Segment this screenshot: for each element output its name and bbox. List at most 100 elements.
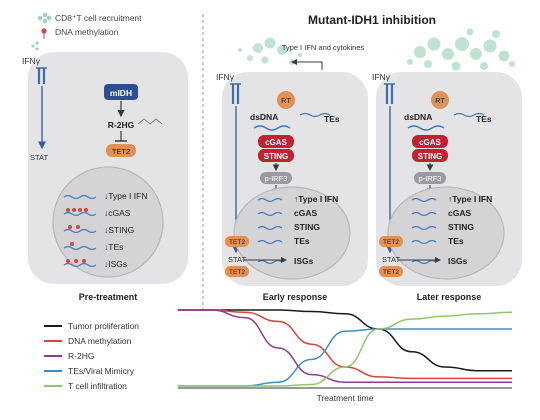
tet2-label: TET2 [229,269,245,276]
tet2-box [225,266,249,277]
stat-label: STAT [228,255,246,264]
legend-item: TEs/Viral Mimicry [44,363,179,378]
dsdna-label: dsDNA [404,112,432,122]
header-title: Mutant-IDH1 inhibition [308,13,436,27]
tet2-label: TET2 [383,239,399,246]
legend-swatch [44,369,62,372]
tet2-box [106,144,136,157]
stat-label: STAT [382,255,400,264]
nucleus [233,186,351,280]
secretion-label: Type I IFN and cytokines [282,43,365,52]
gene-label: STING [448,222,474,232]
pirf3-box [414,172,446,184]
top-legend: CD8⁺T cell recruitment DNA methylation [37,12,142,39]
pirf3-label: p-IRF3 [265,174,288,183]
legend-label: TEs/Viral Mimicry [68,365,134,376]
series-line-tes-viral-mimicry [178,328,512,387]
x-axis-label: Treatment time [317,393,374,403]
panel-pre-treatment: IFNγ STAT mIDH R-2HG TET2 [22,41,188,302]
tes-label: TEs [324,114,340,124]
dsdna-helix-icon [407,125,445,131]
tet2-box [379,236,403,247]
panel-early-response: IFNγ Type I IFN and cytokines RT dsDNA T… [216,37,368,302]
panel-caption: Early response [263,292,328,302]
tcell-cluster-icon [407,28,515,71]
gene-label: ↓ISGs [104,259,127,269]
receptor-icon [36,67,47,84]
ifn-label: IFNγ [216,72,235,82]
cgas-label: cGAS [265,138,287,147]
timeline-chart: Treatment time [178,309,513,403]
pirf3-box [260,172,292,184]
nucleus [387,186,505,280]
legend-label: Tumor proliferation [68,320,140,331]
rt-label: RT [281,96,291,105]
gene-label: ↓Type I IFN [104,191,147,201]
ifn-label: IFNγ [372,72,391,82]
gene-label: cGAS [448,208,471,218]
stat-label: STAT [30,153,48,162]
panel-caption: Later response [417,292,482,302]
legend-label: T cell infiltration [68,380,127,391]
tet2-box [225,236,249,247]
rt-label: RT [435,96,445,105]
gene-label: ISGs [294,256,314,266]
receptor-icon [384,83,395,104]
methylation-pin-icon [41,28,47,39]
sting-box [258,149,294,162]
gene-label: TEs [448,236,464,246]
gene-label: ↓cGAS [104,208,131,218]
secretion-arrow [291,59,323,70]
gene-label: cGAS [294,208,317,218]
legend-item: T cell infiltration [44,378,179,393]
panel-caption: Pre-treatment [79,292,138,302]
legend-label: R-2HG [68,350,95,361]
receptor-icon [230,83,241,104]
dsdna-helix-icon [253,125,291,131]
legend-item: R-2HG [44,348,179,363]
gene-label: TEs [294,236,310,246]
sting-label: STING [264,152,288,161]
tet2-label: TET2 [112,147,130,156]
r2hg-label: R-2HG [108,120,135,130]
sting-label: STING [418,152,442,161]
legend-swatch [44,324,62,327]
legend-swatch [44,384,62,387]
series-line-tumor-proliferation [178,309,512,372]
cgas-label: cGAS [419,138,441,147]
dsdna-label: dsDNA [250,112,278,122]
legend-swatch [44,354,62,357]
cgas-box [412,135,448,148]
legend-label: DNA methylation [68,335,132,346]
tes-helix-icon [299,112,331,118]
tet2-label: TET2 [383,269,399,276]
panel-later-response: IFNγ RT dsDNA TEs cGAS STING p-IRF3 ↑Typ… [372,28,522,302]
gene-rows [63,194,97,268]
cgas-box [258,135,294,148]
gene-label: ↓TEs [104,242,123,252]
series-line-t-cell-infiltration [178,311,513,387]
gene-label: STING [294,222,320,232]
rt-circle [277,91,295,109]
legend-item: Tumor proliferation [44,318,179,333]
tes-helix-icon [453,112,485,118]
series-line-r-2hg [178,309,512,383]
nucleus [52,166,164,278]
ifn-label: IFNγ [22,56,41,66]
ifn-dots-icon [31,41,39,51]
gene-label: ↑Type I IFN [294,194,338,204]
tet2-label: TET2 [229,239,245,246]
gene-label: ↓STING [104,225,134,235]
gene-label: ISGs [448,256,468,266]
legend-swatch [44,339,62,342]
cd8-recruitment-label: CD8⁺T cell recruitment [55,13,142,23]
tes-label: TEs [476,114,492,124]
midh-label: mIDH [110,88,132,98]
methylation-marks [66,208,88,263]
sting-box [412,149,448,162]
r2hg-structure-icon [137,118,163,125]
gene-label: ↑Type I IFN [448,194,492,204]
tet2-box [379,266,403,277]
